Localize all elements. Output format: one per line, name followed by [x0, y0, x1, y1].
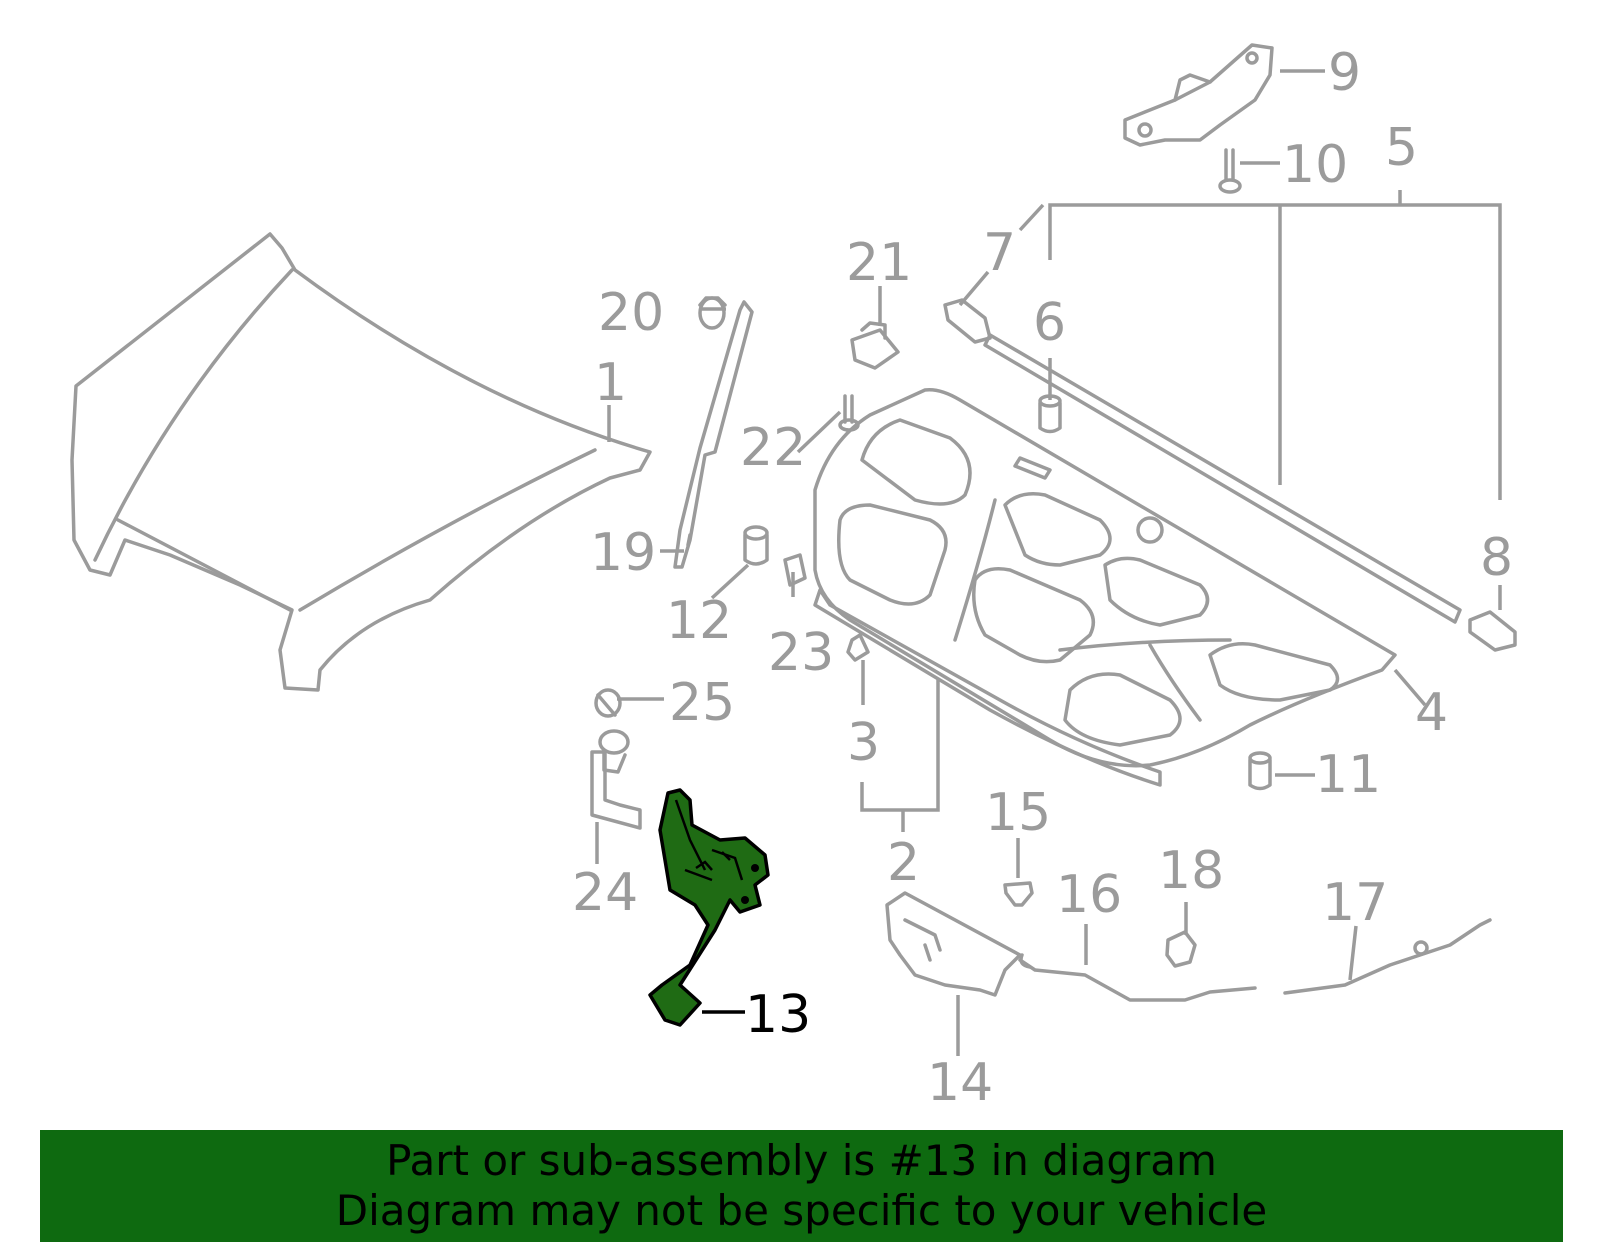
banner-line-1: Part or sub-assembly is #13 in diagram [386, 1136, 1217, 1185]
callout-23: 23 [768, 623, 834, 683]
part-4-hood-insulator[interactable] [813, 387, 1397, 768]
part-10-bolt[interactable] [1218, 148, 1242, 194]
callout-5: 5 [1385, 118, 1418, 178]
part-9-hood-hinge[interactable] [1123, 43, 1274, 147]
callout-25: 25 [669, 673, 735, 733]
callout-24: 24 [572, 863, 638, 923]
part-19-hood-strut[interactable] [673, 300, 754, 569]
callout-22: 22 [740, 418, 806, 478]
part-5-weatherstrip[interactable] [983, 333, 1462, 624]
callout-7: 7 [983, 223, 1016, 283]
part-23b-clip[interactable] [846, 633, 870, 662]
part-8-weatherstrip-end[interactable] [1468, 610, 1517, 652]
callout-labels: 1 2 3 4 5 6 7 8 9 10 11 12 13 14 15 16 1… [572, 43, 1513, 1113]
part-20-strut-ball-stud[interactable] [698, 296, 727, 330]
callout-8: 8 [1480, 528, 1513, 588]
part-14-latch-cover[interactable] [885, 891, 1022, 997]
callout-12: 12 [666, 591, 732, 651]
part-23-clip[interactable] [783, 553, 807, 587]
banner-line-2: Diagram may not be specific to your vehi… [335, 1186, 1268, 1235]
callout-15: 15 [985, 783, 1051, 843]
callout-10: 10 [1282, 135, 1348, 195]
callout-4: 4 [1415, 683, 1448, 743]
part-12-grommet[interactable] [743, 525, 769, 566]
callout-9: 9 [1328, 43, 1361, 103]
part-24-striker[interactable] [590, 729, 642, 830]
part-21-hood-bumper[interactable] [850, 321, 900, 370]
callout-13: 13 [745, 985, 811, 1045]
callout-18: 18 [1158, 841, 1224, 901]
callout-16: 16 [1056, 865, 1122, 925]
part-11-grommet[interactable] [1248, 751, 1272, 791]
callout-19: 19 [590, 523, 656, 583]
callout-14: 14 [927, 1053, 993, 1113]
part-18-grommet[interactable] [1165, 930, 1197, 968]
parts-diagram: 1 2 3 4 5 6 7 8 9 10 11 12 13 14 15 16 1… [70, 43, 1517, 1113]
leader-lines [595, 69, 1502, 1056]
part-17-release-cable[interactable] [1283, 918, 1492, 995]
callout-2: 2 [887, 833, 920, 893]
callout-6: 6 [1033, 293, 1066, 353]
part-1-hood[interactable] [70, 232, 652, 692]
callout-1: 1 [594, 353, 627, 413]
callout-21: 21 [846, 233, 912, 293]
part-6-grommet[interactable] [1038, 394, 1062, 434]
part-16-release-cable[interactable] [1018, 953, 1257, 1002]
info-banner: Part or sub-assembly is #13 in diagram D… [40, 1130, 1563, 1242]
callout-11: 11 [1315, 745, 1381, 805]
part-25-cap[interactable] [594, 688, 622, 718]
part-13-hood-release[interactable] [648, 788, 770, 1027]
callout-20: 20 [598, 283, 664, 343]
callout-17: 17 [1322, 873, 1388, 933]
part-15-clip[interactable] [1003, 881, 1034, 907]
callout-3: 3 [847, 713, 880, 773]
part-7-weatherstrip-end[interactable] [943, 298, 992, 344]
part-3-seal[interactable] [813, 588, 1162, 787]
